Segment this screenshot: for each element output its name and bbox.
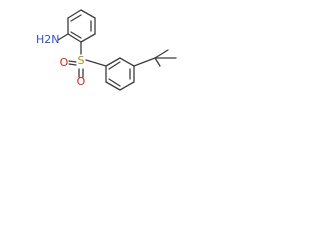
tert-butyl-group [154, 49, 177, 67]
bond [80, 33, 96, 43]
double-bond-s-o-left [68, 60, 77, 63]
atom-label-oxygen-left: O [60, 56, 69, 69]
bond [80, 9, 96, 19]
atom-label-amine: H2N [36, 33, 60, 46]
double-bond-s-o-left [68, 63, 77, 66]
bond [67, 9, 82, 19]
double-bond-inner [70, 31, 82, 39]
aniline-ring [67, 9, 96, 43]
molecule-drawing: H2N O S O [36, 9, 177, 91]
atom-label-sulfur: S [78, 54, 85, 67]
double-bond-inner [108, 61, 121, 70]
bond [119, 57, 135, 67]
phenyl-ring [105, 57, 135, 91]
bond-methyl [154, 49, 169, 59]
double-bond-inner [108, 78, 121, 87]
bond-methyl [154, 57, 161, 67]
structure-canvas: H2N O S O [0, 0, 201, 132]
bond [105, 57, 121, 67]
atom-label-oxygen-bottom: O [77, 75, 86, 88]
bond-ring-tbutyl [133, 57, 156, 67]
bond [105, 81, 121, 91]
bond [67, 33, 82, 43]
bond-s-c [85, 59, 107, 67]
double-bond-inner [70, 14, 82, 22]
bond [119, 81, 135, 91]
bond-amine [57, 33, 69, 41]
